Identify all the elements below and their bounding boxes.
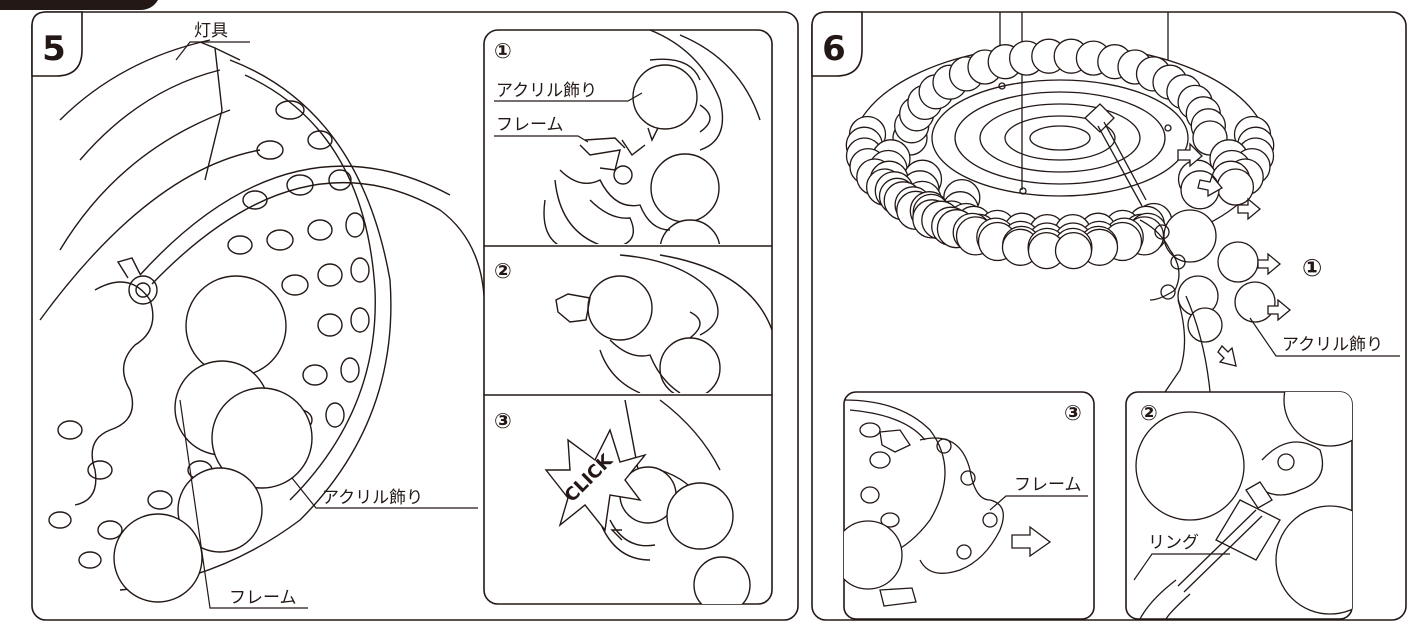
svg-text:フレーム: フレーム — [1014, 475, 1082, 495]
acrylic-spheres-6 — [845, 38, 1275, 270]
acrylic-sphere — [1054, 231, 1093, 270]
step-badge-5: 5 — [31, 11, 83, 77]
substep-2-drawing — [555, 254, 772, 393]
panel-step-6: 6 ① アクリル飾り ③ — [811, 11, 1407, 621]
substep-1-label-acrylic: アクリル飾り — [494, 81, 643, 102]
label-acrylic-5: アクリル飾り — [291, 477, 478, 509]
label-lamp-body: 灯具 — [175, 21, 250, 61]
svg-text:リング: リング — [1148, 533, 1199, 553]
svg-text:アクリル飾り: アクリル飾り — [496, 81, 597, 101]
label-ring: リング — [1133, 533, 1230, 581]
substep-1-drawing — [543, 30, 761, 244]
svg-text:フレーム: フレーム — [496, 115, 564, 135]
svg-text:アクリル飾り: アクリル飾り — [1282, 335, 1383, 355]
svg-text:アクリル飾り: アクリル飾り — [322, 488, 423, 508]
substep-3-drawing — [544, 399, 751, 604]
lamp-drawing-6 — [845, 12, 1292, 393]
panel-step-5: 5 灯具 アクリル飾り フレーム — [31, 11, 799, 621]
svg-text:灯具: 灯具 — [194, 21, 228, 41]
substep-1-marker: ① — [494, 39, 512, 63]
lamp-drawing-5 — [39, 39, 485, 603]
substep-2-marker: ② — [494, 259, 512, 283]
zoom-2-marker: ② — [1140, 401, 1158, 425]
svg-text:フレーム: フレーム — [229, 588, 297, 608]
step-number-6: 6 — [822, 29, 846, 69]
zoom-box-2: ② リング — [1125, 391, 1353, 620]
label-frame-6: フレーム — [989, 475, 1088, 511]
header-tab — [0, 0, 158, 10]
zoom-3-marker: ③ — [1064, 401, 1082, 425]
zoom-box-3: ③ フレーム — [843, 391, 1095, 620]
step-6-marker-1: ① — [1302, 254, 1322, 282]
substeps-box-5: ① アクリル飾り フレーム ② — [483, 29, 773, 605]
substep-3-marker: ③ — [494, 409, 512, 433]
step-badge-6: 6 — [811, 11, 863, 77]
label-acrylic-6: アクリル飾り — [1249, 317, 1400, 357]
label-frame-5: フレーム — [179, 399, 308, 609]
step-number-5: 5 — [42, 29, 66, 69]
substep-1-label-frame: フレーム — [494, 115, 589, 143]
